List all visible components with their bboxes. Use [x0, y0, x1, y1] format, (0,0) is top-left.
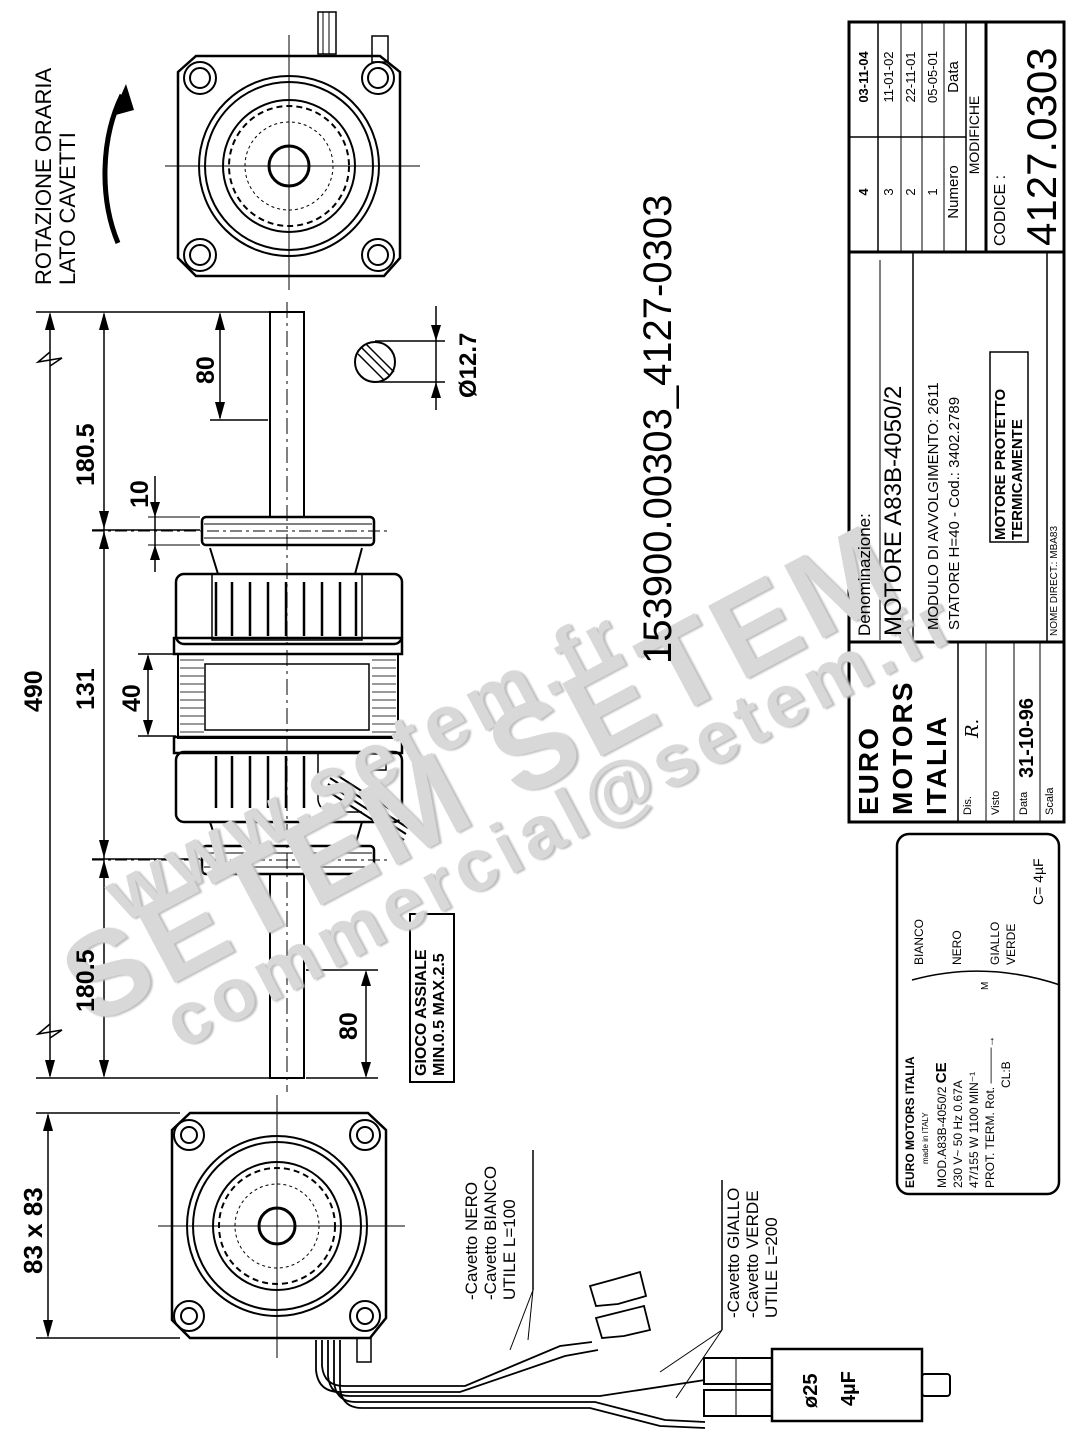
dim-shaft-diameter: Ø12.7	[455, 332, 482, 398]
nameplate-rating-2: 47/155 W 1100 MIN⁻¹	[967, 1071, 981, 1188]
rev-4-numero: 4	[856, 188, 871, 196]
wire-nero: NERO	[950, 930, 964, 965]
rotation-note: ROTAZIONE ORARIA LATO CAVETTI	[31, 67, 80, 285]
top-end-view	[165, 11, 420, 290]
nameplate-class: CL:B	[999, 1061, 1013, 1088]
protection-line1: MOTORE PROTETTO	[992, 388, 1009, 540]
dim-shaft-top: 180.5	[72, 423, 100, 486]
axial-play-line1: GIOCO ASSIALE	[413, 949, 430, 1076]
logo-line-italia: ITALIA	[921, 714, 952, 815]
motor-name: MOTORE A83B-4050/2	[880, 385, 907, 636]
rotation-note-line2: LATO CAVETTI	[55, 132, 80, 285]
direct-name-value: MBA83	[1049, 525, 1060, 559]
data-label: Data	[1018, 791, 1030, 815]
rev-2-data: 22-11-01	[903, 51, 918, 103]
denomination-label: Denominazione:	[855, 513, 874, 636]
dim-body-length: 131	[72, 668, 100, 710]
logo-line-euro: EURO	[853, 726, 884, 815]
capacitor-diameter: ø25	[800, 1373, 822, 1408]
rev-section-title: MODIFICHE	[966, 95, 982, 175]
rev-header-data: Data	[945, 61, 962, 93]
rev-3-data: 11-01-02	[881, 51, 896, 103]
dis-label: Dis.	[962, 796, 974, 815]
rotation-note-line1: ROTAZIONE ORARIA	[31, 67, 56, 285]
wire-verde: VERDE	[1004, 923, 1018, 965]
cable-note-length-200: UTILE L=200	[762, 1217, 781, 1318]
part-reference: 153900.00303_4127-0303	[636, 194, 680, 664]
cable-note-giallo: -Cavetto GIALLO	[724, 1187, 743, 1318]
rev-header-numero: Numero	[945, 165, 962, 219]
winding-module: MODULO DI AVVOLGIMENTO: 2611	[925, 382, 942, 630]
logo-line-motors: MOTORS	[887, 680, 918, 815]
axial-play-line2: MIN.0.5 MAX.2.5	[431, 953, 448, 1076]
dim-flange-size: 83 x 83	[18, 1187, 48, 1274]
motor-symbol-icon: M	[980, 981, 991, 990]
data-value: 31-10-96	[1016, 697, 1038, 778]
direct-name-label: NOME DIRECT.:	[1049, 561, 1060, 636]
rev-1-numero: 1	[925, 188, 940, 196]
wiring-capacitor-label: C= 4µF	[1030, 858, 1046, 905]
cable-note-bianco: -Cavetto BIANCO	[481, 1165, 500, 1300]
rotation-arrow-icon: ———→	[983, 1035, 997, 1084]
nameplate-text: EURO MOTORS ITALIA made in ITALY MOD.A83…	[902, 1036, 1014, 1188]
codice-value: 4127.0303	[1018, 47, 1065, 246]
cable-note-group1: -Cavetto NERO -Cavetto BIANCO UTILE L=10…	[462, 1166, 519, 1300]
nameplate-made-in: made in ITALY	[921, 1112, 930, 1164]
dim-flat-bottom: 80	[335, 1012, 363, 1040]
dim-shaft-bottom: 180.5	[72, 949, 100, 1012]
rev-3-numero: 3	[881, 188, 896, 196]
nameplate-rating-1: 230 V~ 50 Hz 0.67A	[951, 1080, 965, 1188]
rev-4-data: 03-11-04	[856, 51, 871, 103]
dis-signature: R.	[962, 718, 983, 738]
wire-giallo: GIALLO	[988, 921, 1002, 965]
protection-note: MOTORE PROTETTO TERMICAMENTE	[992, 389, 1026, 540]
cable-note-group2: -Cavetto GIALLO -Cavetto VERDE UTILE L=2…	[724, 1188, 781, 1318]
dim-overall-length: 490	[20, 670, 48, 712]
dim-stator-height: 40	[118, 684, 146, 712]
visto-label: Visto	[990, 790, 1002, 815]
dim-flat-top: 80	[192, 356, 220, 384]
codice-label: CODICE :	[992, 174, 1009, 246]
scala-label: Scala	[1044, 787, 1056, 815]
direct-name: NOME DIRECT.: MBA83	[1049, 526, 1060, 636]
dim-ring-thickness: 10	[126, 480, 154, 508]
cable-note-nero: -Cavetto NERO	[462, 1181, 481, 1300]
nameplate-rating-3: PROT. TERM. Rot.	[983, 1086, 997, 1188]
rev-2-numero: 2	[903, 188, 918, 196]
axial-play-note: GIOCO ASSIALE MIN.0.5 MAX.2.5	[413, 949, 449, 1076]
protection-line2: TERMICAMENTE	[1009, 419, 1026, 540]
rev-1-data: 05-05-01	[925, 50, 940, 104]
nameplate-brand: EURO MOTORS ITALIA	[903, 1056, 917, 1188]
wire-bianco: BIANCO	[912, 918, 926, 965]
company-logo: EURO MOTORS ITALIA	[852, 681, 954, 815]
nameplate-model: MOD.A83B-4050/2	[935, 1086, 949, 1188]
capacitor-value: 4µF	[838, 1371, 860, 1406]
ce-mark-icon: CE	[933, 1062, 950, 1084]
cable-note-verde: -Cavetto VERDE	[743, 1190, 762, 1318]
stator-code: STATORE H=40 - Cod.: 3402.2789	[946, 396, 963, 630]
cable-note-length-100: UTILE L=100	[500, 1199, 519, 1300]
